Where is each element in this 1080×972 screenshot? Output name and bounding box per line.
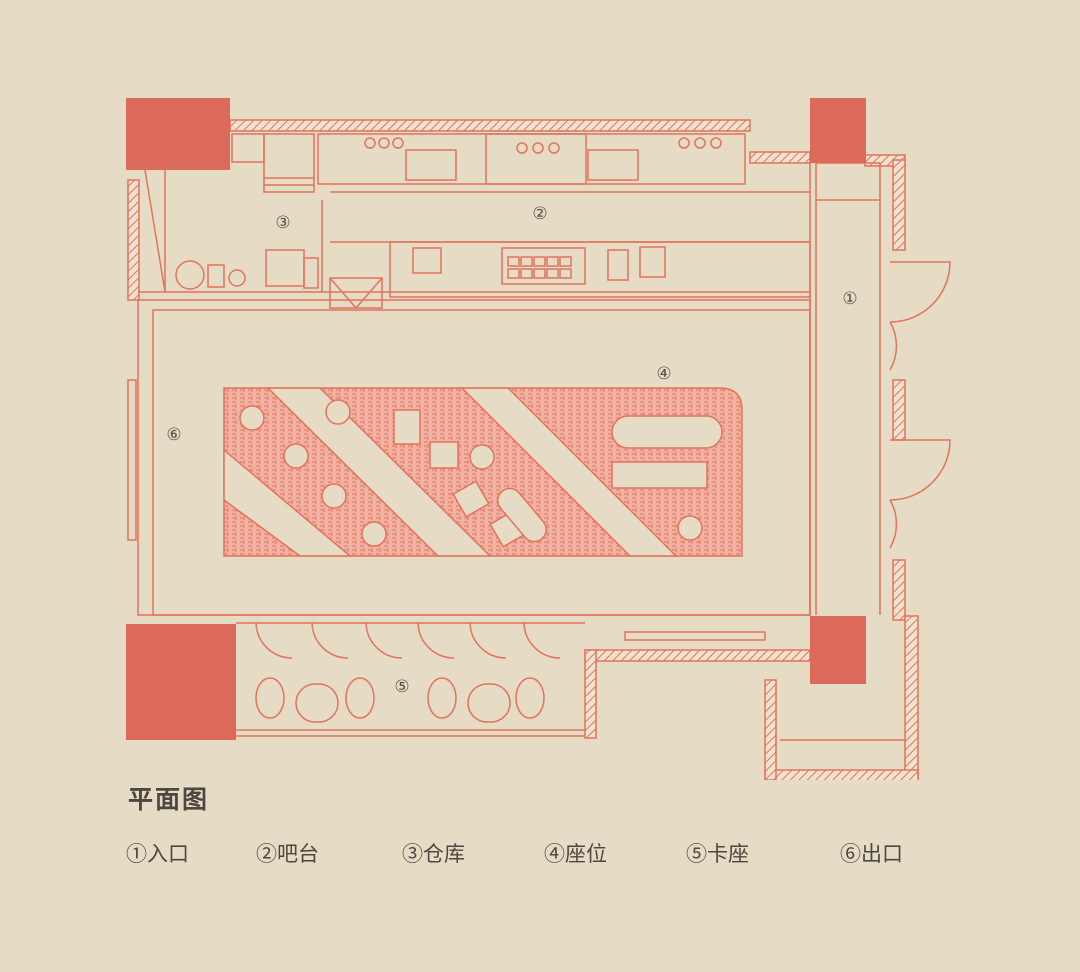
marker-entrance: ①: [842, 289, 857, 309]
bar-screen-keys: [507, 256, 572, 279]
legend-item-booth: ⑤卡座: [686, 842, 749, 866]
floor-plan-drawing: ③ ② ① ④ ⑥ ⑤: [126, 98, 951, 780]
storage-room: [144, 133, 383, 309]
legend-item-seating: ④座位: [544, 842, 607, 866]
interior-lines: [127, 162, 905, 741]
legend-item-bar: ②吧台: [256, 842, 319, 866]
booth-furniture: [255, 621, 561, 723]
seating-island: [223, 387, 743, 557]
entrance-doors: [889, 261, 951, 549]
structural-columns: [126, 98, 866, 740]
marker-seating: ④: [656, 364, 671, 384]
marker-exit: ⑥: [166, 425, 181, 445]
marker-bar: ②: [532, 204, 547, 224]
zone-legend: ①入口 ②吧台 ③仓库 ④座位 ⑤卡座 ⑥出口: [126, 838, 926, 868]
legend-item-entrance: ①入口: [126, 842, 189, 866]
legend-item-exit: ⑥出口: [840, 842, 903, 866]
legend-item-storage: ③仓库: [402, 842, 465, 866]
page-title: 平面图: [128, 785, 210, 814]
marker-storage: ③: [275, 213, 290, 233]
marker-booth: ⑤: [394, 677, 409, 697]
bar-counter: [317, 133, 811, 298]
